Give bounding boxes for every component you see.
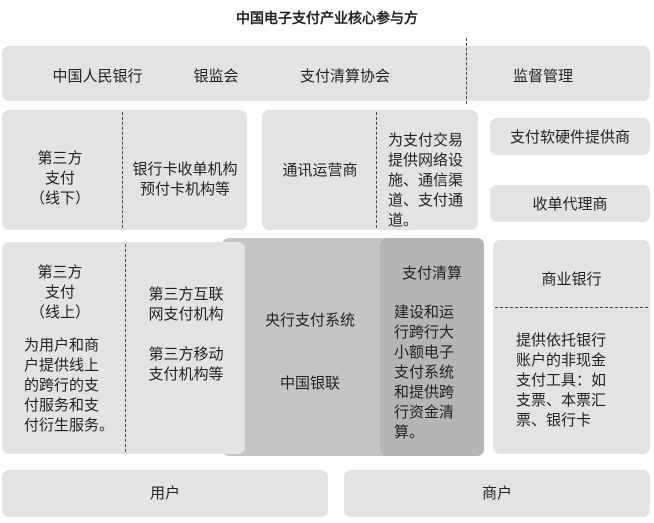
clearing-desc-box — [380, 238, 484, 456]
regulator-pboc: 中国人民银行 — [52, 67, 143, 85]
offline-institutions: 银行卡收单机构 预付卡机构等 — [132, 160, 238, 198]
telecom-divider — [376, 112, 377, 228]
regulator-pcac: 支付清算协会 — [299, 67, 390, 85]
offline-payment-label: 第三方 支付 （线下） — [29, 149, 90, 207]
diagram-title: 中国电子支付产业核心参与方 — [236, 11, 418, 27]
merchants-box — [344, 470, 650, 517]
cnaps-label: 央行支付系统 — [264, 311, 355, 329]
telecom-label: 通讯运营商 — [282, 161, 358, 179]
offline-payment-box — [2, 110, 247, 230]
bank-divider — [495, 307, 648, 308]
clearing-desc: 建设和运 行跨行大 小额电子 支付系统 和提供跨 行资金清 算。 — [394, 303, 455, 441]
regulator-cbrc: 银监会 — [193, 67, 239, 85]
users-label: 用户 — [149, 484, 180, 502]
hardware-provider-box — [490, 118, 650, 155]
commercial-bank-label: 商业银行 — [541, 270, 602, 288]
offline-divider — [122, 112, 123, 228]
online-payment-desc: 为用户和商 户提供线上 的跨行的支 付服务和支 付衍生服务。 — [24, 336, 115, 434]
telecom-desc: 为支付交易 提供网络设 施、通信渠 道、支付通 道。 — [388, 131, 464, 229]
unionpay-label: 中国银联 — [279, 374, 340, 392]
online-payment-box — [2, 242, 245, 454]
internet-payment-institutions: 第三方互联 网支付机构 — [148, 285, 224, 323]
commercial-bank-desc: 提供依托银行 账户的非现金 支付工具：如 支票、本票汇 票、银行卡 — [516, 331, 607, 429]
supervision-label: 监督管理 — [512, 67, 573, 85]
merchants-label: 商户 — [481, 484, 512, 502]
telecom-box — [262, 110, 478, 230]
online-payment-label: 第三方 支付 （线上） — [29, 263, 90, 321]
mobile-payment-institutions: 第三方移动 支付机构等 — [148, 345, 224, 383]
regulators-bar — [2, 46, 650, 101]
clearing-label: 支付清算 — [401, 264, 462, 282]
hardware-provider-label: 支付软硬件提供商 — [509, 128, 630, 146]
commercial-bank-box — [493, 240, 650, 454]
regulators-divider — [466, 38, 467, 104]
acquirer-agent-box — [490, 185, 650, 222]
users-box — [2, 470, 328, 517]
acquirer-agent-label: 收单代理商 — [532, 195, 608, 213]
online-divider — [125, 244, 126, 452]
